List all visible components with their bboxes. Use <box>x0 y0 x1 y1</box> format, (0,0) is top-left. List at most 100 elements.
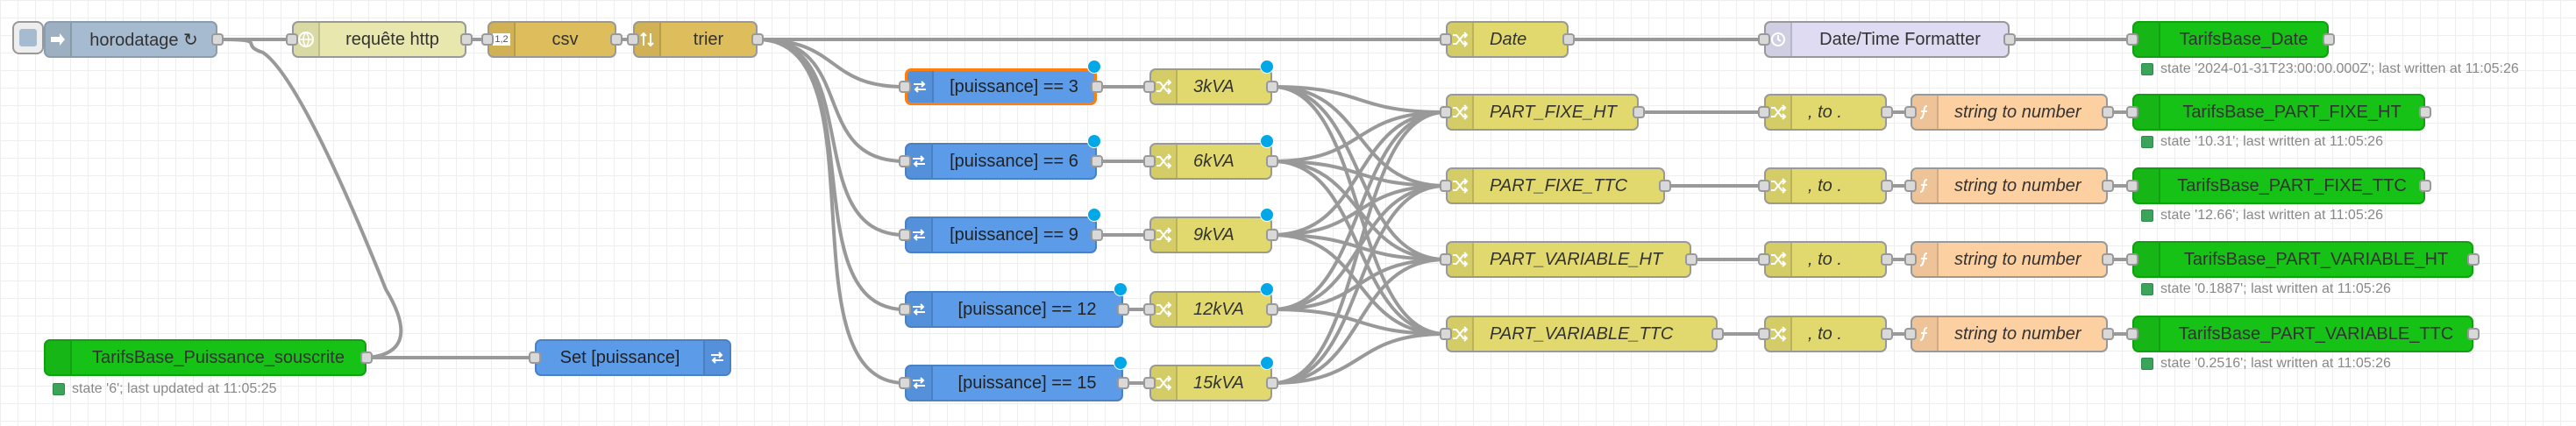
ha-input-puissance-node[interactable]: TarifsBase_Puissance_souscrite <box>44 339 366 376</box>
inject-node[interactable]: horodatage ↻ <box>44 21 217 58</box>
ha-output-part-variable-ttc-node[interactable]: TarifsBase_PART_VARIABLE_TTC <box>2132 316 2473 352</box>
change-node-9kva[interactable]: 9kVA <box>1149 217 1272 253</box>
kva-12-output-port[interactable] <box>1266 303 1278 316</box>
switch-12-output-port[interactable] <box>1117 303 1129 316</box>
kva-15-input-port[interactable] <box>1143 377 1156 389</box>
function-2-output-port[interactable] <box>2102 180 2114 192</box>
ha-part-variable-ht-input-port[interactable] <box>2126 253 2138 266</box>
ha-output-date-input-port[interactable] <box>2126 33 2138 46</box>
change-node-comma-3[interactable]: , to . <box>1764 241 1887 278</box>
http-request-node[interactable]: requête http <box>292 21 466 58</box>
change-node-12kva[interactable]: 12kVA <box>1149 291 1272 328</box>
comma-1-output-port[interactable] <box>1881 106 1893 118</box>
change-node-3kva[interactable]: 3kVA <box>1149 68 1272 105</box>
switch-3-input-port[interactable] <box>899 81 911 93</box>
comma-4-output-port[interactable] <box>1881 328 1893 340</box>
csv-output-port[interactable] <box>610 33 623 46</box>
set-puissance-node[interactable]: Set [puissance] <box>535 339 731 376</box>
sort-input-port[interactable] <box>627 33 639 46</box>
part-fixe-ttc-output-port[interactable] <box>1659 180 1671 192</box>
part-fixe-ht-output-port[interactable] <box>1633 106 1645 118</box>
part-fixe-ttc-input-port[interactable] <box>1440 180 1452 192</box>
ha-part-fixe-ht-output-port[interactable] <box>2419 106 2431 118</box>
switch-12-input-port[interactable] <box>899 303 911 316</box>
switch-node-9[interactable]: [puissance] == 9 <box>905 217 1097 253</box>
ha-part-variable-ttc-output-port[interactable] <box>2467 328 2480 340</box>
switch-6-output-port[interactable] <box>1091 155 1103 167</box>
set-puissance-input-port[interactable] <box>529 351 541 364</box>
date-formatter-output-port[interactable] <box>2003 33 2016 46</box>
function-1-input-port[interactable] <box>1904 106 1917 118</box>
switch-6-input-port[interactable] <box>899 155 911 167</box>
switch-node-3[interactable]: [puissance] == 3 <box>905 68 1097 105</box>
change-node-part-fixe-ttc[interactable]: PART_FIXE_TTC <box>1446 167 1665 204</box>
kva-15-output-port[interactable] <box>1266 377 1278 389</box>
part-variable-ht-input-port[interactable] <box>1440 253 1452 266</box>
switch-node-15[interactable]: [puissance] == 15 <box>905 365 1123 401</box>
date-formatter-input-port[interactable] <box>1758 33 1770 46</box>
change-node-comma-2[interactable]: , to . <box>1764 167 1887 204</box>
ha-output-date-output-port[interactable] <box>2323 33 2335 46</box>
kva-6-output-port[interactable] <box>1266 155 1278 167</box>
function-2-input-port[interactable] <box>1904 180 1917 192</box>
csv-input-port[interactable] <box>481 33 494 46</box>
comma-3-output-port[interactable] <box>1881 253 1893 266</box>
comma-4-input-port[interactable] <box>1758 328 1770 340</box>
function-node-1[interactable]: string to number <box>1911 94 2108 131</box>
part-variable-ht-output-port[interactable] <box>1685 253 1697 266</box>
http-output-port[interactable] <box>460 33 473 46</box>
change-node-part-variable-ttc[interactable]: PART_VARIABLE_TTC <box>1446 316 1718 352</box>
csv-node[interactable]: 1,2 csv <box>487 21 616 58</box>
comma-2-input-port[interactable] <box>1758 180 1770 192</box>
ha-output-date-node[interactable]: TarifsBase_Date <box>2132 21 2329 58</box>
function-4-output-port[interactable] <box>2102 328 2114 340</box>
change-node-15kva[interactable]: 15kVA <box>1149 365 1272 401</box>
date-formatter-node[interactable]: Date/Time Formatter <box>1764 21 2010 58</box>
switch-3-output-port[interactable] <box>1091 81 1103 93</box>
sort-output-port[interactable] <box>751 33 764 46</box>
switch-15-input-port[interactable] <box>899 377 911 389</box>
date-change-input-port[interactable] <box>1440 33 1452 46</box>
part-variable-ttc-output-port[interactable] <box>1711 328 1724 340</box>
switch-15-output-port[interactable] <box>1117 377 1129 389</box>
function-1-output-port[interactable] <box>2102 106 2114 118</box>
change-node-part-fixe-ht[interactable]: PART_FIXE_HT <box>1446 94 1639 131</box>
function-node-2[interactable]: string to number <box>1911 167 2108 204</box>
ha-output-part-variable-ht-node[interactable]: TarifsBase_PART_VARIABLE_HT <box>2132 241 2473 278</box>
kva-3-output-port[interactable] <box>1266 81 1278 93</box>
change-node-comma-4[interactable]: , to . <box>1764 316 1887 352</box>
change-node-part-variable-ht[interactable]: PART_VARIABLE_HT <box>1446 241 1691 278</box>
function-node-4[interactable]: string to number <box>1911 316 2108 352</box>
kva-9-input-port[interactable] <box>1143 229 1156 241</box>
change-node-6kva[interactable]: 6kVA <box>1149 143 1272 180</box>
ha-part-variable-ttc-input-port[interactable] <box>2126 328 2138 340</box>
sort-node[interactable]: trier <box>633 21 758 58</box>
inject-output-port[interactable] <box>211 33 224 46</box>
ha-part-fixe-ttc-output-port[interactable] <box>2419 180 2431 192</box>
kva-12-input-port[interactable] <box>1143 303 1156 316</box>
change-node-comma-1[interactable]: , to . <box>1764 94 1887 131</box>
ha-output-part-fixe-ht-node[interactable]: TarifsBase_PART_FIXE_HT <box>2132 94 2425 131</box>
function-3-input-port[interactable] <box>1904 253 1917 266</box>
ha-part-variable-ht-output-port[interactable] <box>2467 253 2480 266</box>
function-4-input-port[interactable] <box>1904 328 1917 340</box>
inject-trigger-button[interactable] <box>12 21 44 54</box>
switch-9-output-port[interactable] <box>1091 229 1103 241</box>
ha-part-fixe-ttc-input-port[interactable] <box>2126 180 2138 192</box>
ha-output-part-fixe-ttc-node[interactable]: TarifsBase_PART_FIXE_TTC <box>2132 167 2425 204</box>
ha-input-output-port[interactable] <box>360 351 373 364</box>
function-node-3[interactable]: string to number <box>1911 241 2108 278</box>
ha-part-fixe-ht-input-port[interactable] <box>2126 106 2138 118</box>
function-3-output-port[interactable] <box>2102 253 2114 266</box>
comma-3-input-port[interactable] <box>1758 253 1770 266</box>
switch-9-input-port[interactable] <box>899 229 911 241</box>
http-input-port[interactable] <box>286 33 298 46</box>
kva-9-output-port[interactable] <box>1266 229 1278 241</box>
kva-6-input-port[interactable] <box>1143 155 1156 167</box>
switch-node-12[interactable]: [puissance] == 12 <box>905 291 1123 328</box>
kva-3-input-port[interactable] <box>1143 81 1156 93</box>
part-fixe-ht-input-port[interactable] <box>1440 106 1452 118</box>
switch-node-6[interactable]: [puissance] == 6 <box>905 143 1097 180</box>
date-change-output-port[interactable] <box>1562 33 1575 46</box>
date-change-node[interactable]: Date <box>1446 21 1569 58</box>
